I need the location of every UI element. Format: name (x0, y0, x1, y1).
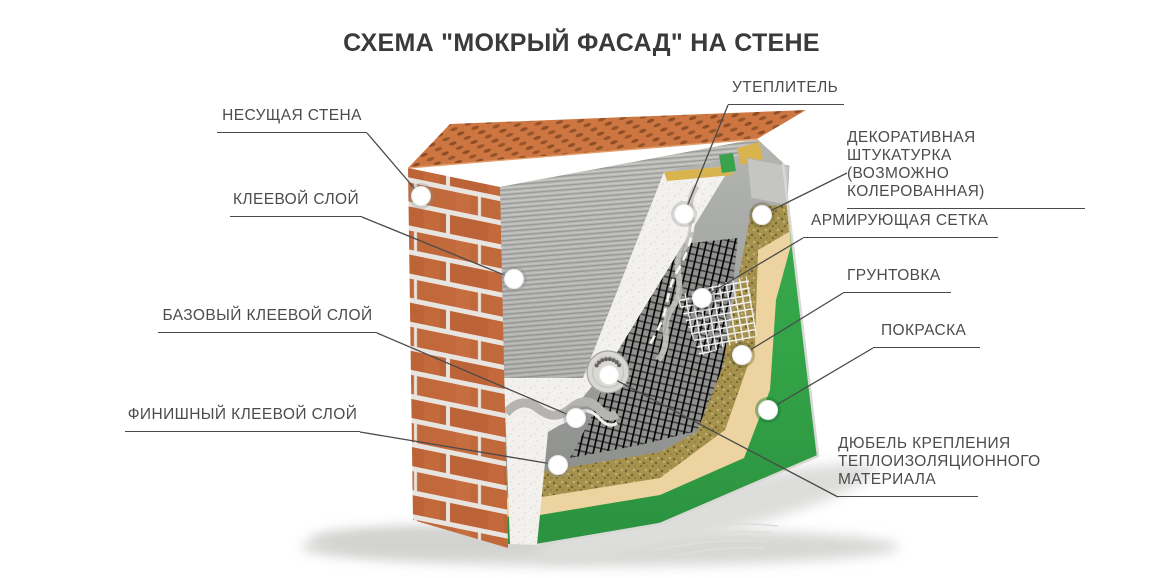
label-dowel: ДЮБЕЛЬ КРЕПЛЕНИЯ ТЕПЛОИЗОЛЯЦИОННОГО МАТЕ… (838, 435, 1040, 497)
leader-primer (741, 292, 844, 356)
marker-adhesive-layer (501, 266, 527, 292)
adhesive-comb-shading (500, 139, 759, 548)
insulation-board (504, 166, 731, 545)
marker-finish-adhesive (545, 452, 571, 478)
brick-wall-top (408, 110, 806, 168)
leader-base-adhesive (376, 332, 577, 419)
marker-dowel (599, 365, 619, 385)
label-bearing-wall: НЕСУЩАЯ СТЕНА (217, 107, 367, 133)
label-reinforcing-mesh: АРМИРУЮЩАЯ СЕТКА (803, 212, 998, 238)
wall-outer-edge (536, 162, 820, 547)
label-decorative-plaster: ДЕКОРАТИВНАЯ ШТУКАТУРКА (ВОЗМОЖНО КОЛЕРО… (847, 129, 1085, 209)
leader-lines (359, 104, 874, 498)
point-markers (408, 183, 781, 478)
marker-base-adhesive (563, 405, 589, 431)
marker-primer (729, 342, 755, 368)
marker-bearing-wall (408, 183, 434, 209)
marker-decorative-plaster (749, 202, 775, 228)
leader-insulation (683, 104, 729, 215)
marker-reinforcing-mesh (689, 285, 715, 311)
leader-reinforcing-mesh (701, 237, 804, 299)
broom-marks (619, 522, 779, 557)
label-primer: ГРУНТОВКА (843, 267, 951, 293)
page-title: СХЕМА "МОКРЫЙ ФАСАД" НА СТЕНЕ (343, 29, 820, 57)
ground-shadow (300, 463, 900, 566)
label-insulation: УТЕПЛИТЕЛЬ (728, 79, 844, 105)
label-finish-adhesive-layer: ФИНИШНЫЙ КЛЕЕВОЙ СЛОЙ (125, 406, 360, 432)
marker-insulation (671, 201, 697, 227)
label-adhesive-layer: КЛЕЕВОЙ СЛОЙ (230, 191, 362, 217)
brick-top-edge-highlight (407, 138, 758, 169)
label-paint: ПОКРАСКА (873, 322, 980, 348)
leader-decorative-plaster (761, 172, 848, 216)
label-base-adhesive-layer: БАЗОВЫЙ КЛЕЕВОЙ СЛОЙ (158, 307, 377, 333)
insulation-wool-top-edge (664, 166, 733, 181)
leader-finish-adhesive (359, 431, 559, 466)
marker-paint (755, 397, 781, 423)
leader-dowel (611, 377, 839, 498)
leader-bearing-wall (366, 132, 422, 197)
brick-wall-face (408, 168, 508, 548)
paint-top-edge (719, 153, 736, 173)
leader-paint (767, 347, 874, 411)
wool-top-edge (737, 142, 763, 165)
leader-adhesive-layer (361, 216, 515, 280)
